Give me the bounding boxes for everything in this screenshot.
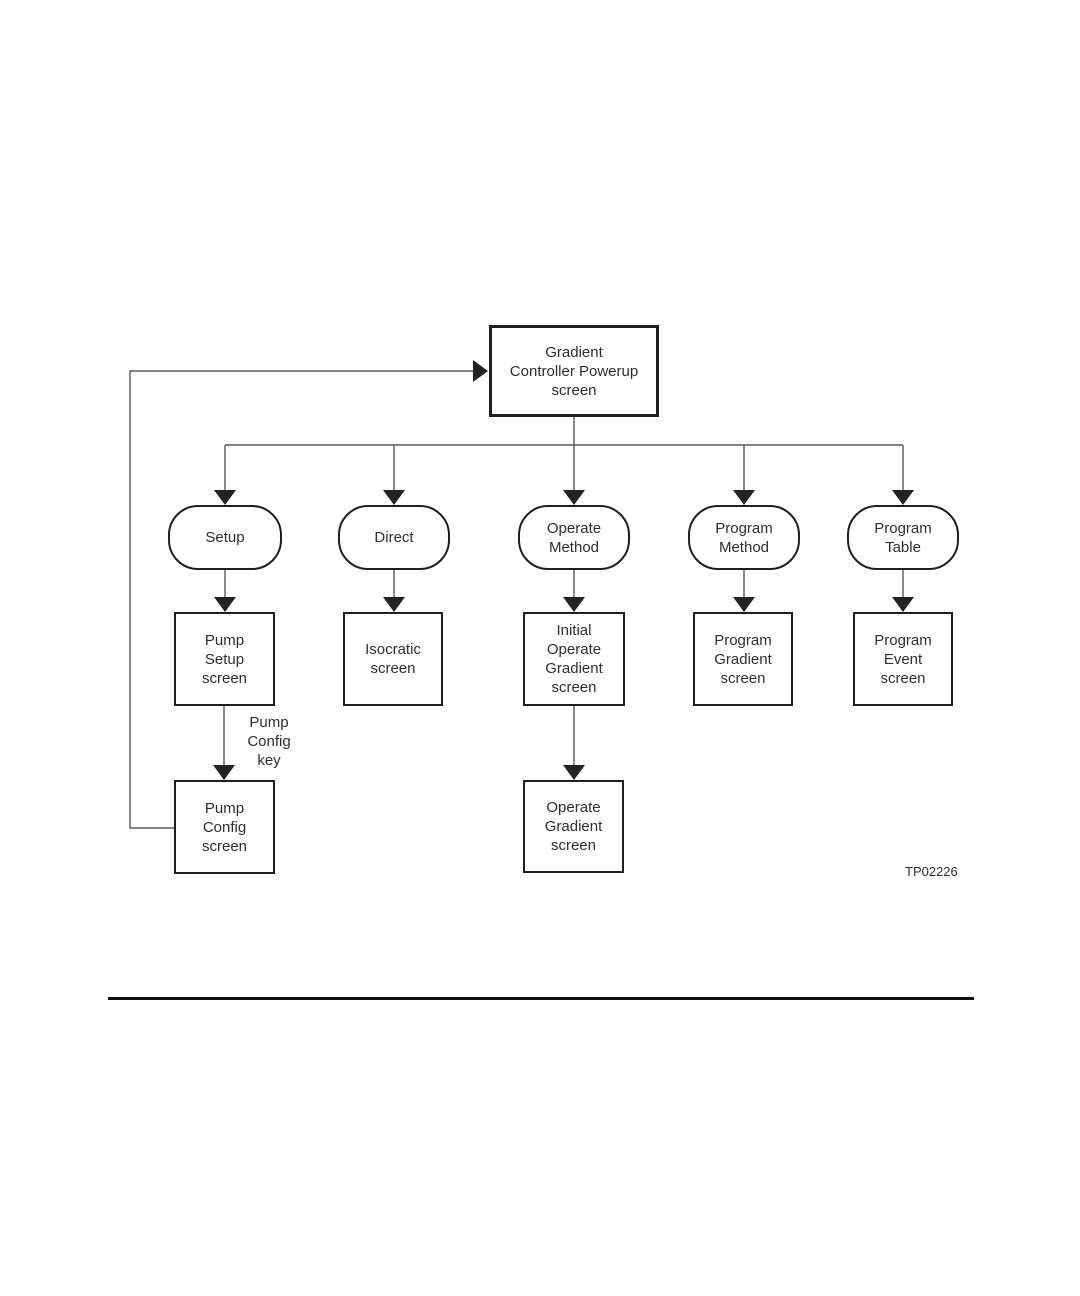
node-pump-config-screen: Pump Config screen xyxy=(174,780,275,874)
node-program-event-screen: Program Event screen xyxy=(853,612,953,706)
node-direct-key: Direct xyxy=(338,505,450,570)
node-initial-operate-gradient-screen: Initial Operate Gradient screen xyxy=(523,612,625,706)
node-operate-gradient-screen: Operate Gradient screen xyxy=(523,780,624,873)
node-label: Program Method xyxy=(715,519,773,556)
connector-pump-config-loopback xyxy=(129,360,488,829)
edge-label-pump-config-key: Pump Config key xyxy=(247,714,291,769)
node-program-table-key: Program Table xyxy=(847,505,959,570)
node-label: Isocratic screen xyxy=(365,641,421,677)
node-label: Program Table xyxy=(874,519,932,556)
node-program-method-key: Program Method xyxy=(688,505,800,570)
figure-code: TP02226 xyxy=(905,864,958,879)
node-gradient-controller-powerup: Gradient Controller Powerup screen xyxy=(489,325,659,417)
node-pump-setup-screen: Pump Setup screen xyxy=(174,612,275,706)
node-label: Program Event screen xyxy=(874,631,932,687)
node-label: Pump Config screen xyxy=(201,799,248,855)
node-label: Gradient Controller Powerup screen xyxy=(509,343,639,399)
node-label: Initial Operate Gradient screen xyxy=(545,622,603,696)
bottom-divider xyxy=(108,997,974,1000)
node-label: Operate Method xyxy=(546,519,602,556)
node-setup-key: Setup xyxy=(168,505,282,570)
node-label: Program Gradient screen xyxy=(714,631,772,687)
node-label: Operate Gradient screen xyxy=(544,799,603,854)
node-isocratic-screen: Isocratic screen xyxy=(343,612,443,706)
node-operate-method-key: Operate Method xyxy=(518,505,630,570)
node-label: Direct xyxy=(374,529,414,546)
node-program-gradient-screen: Program Gradient screen xyxy=(693,612,793,706)
node-label: Setup xyxy=(205,529,245,546)
node-label: Pump Setup screen xyxy=(201,631,248,687)
